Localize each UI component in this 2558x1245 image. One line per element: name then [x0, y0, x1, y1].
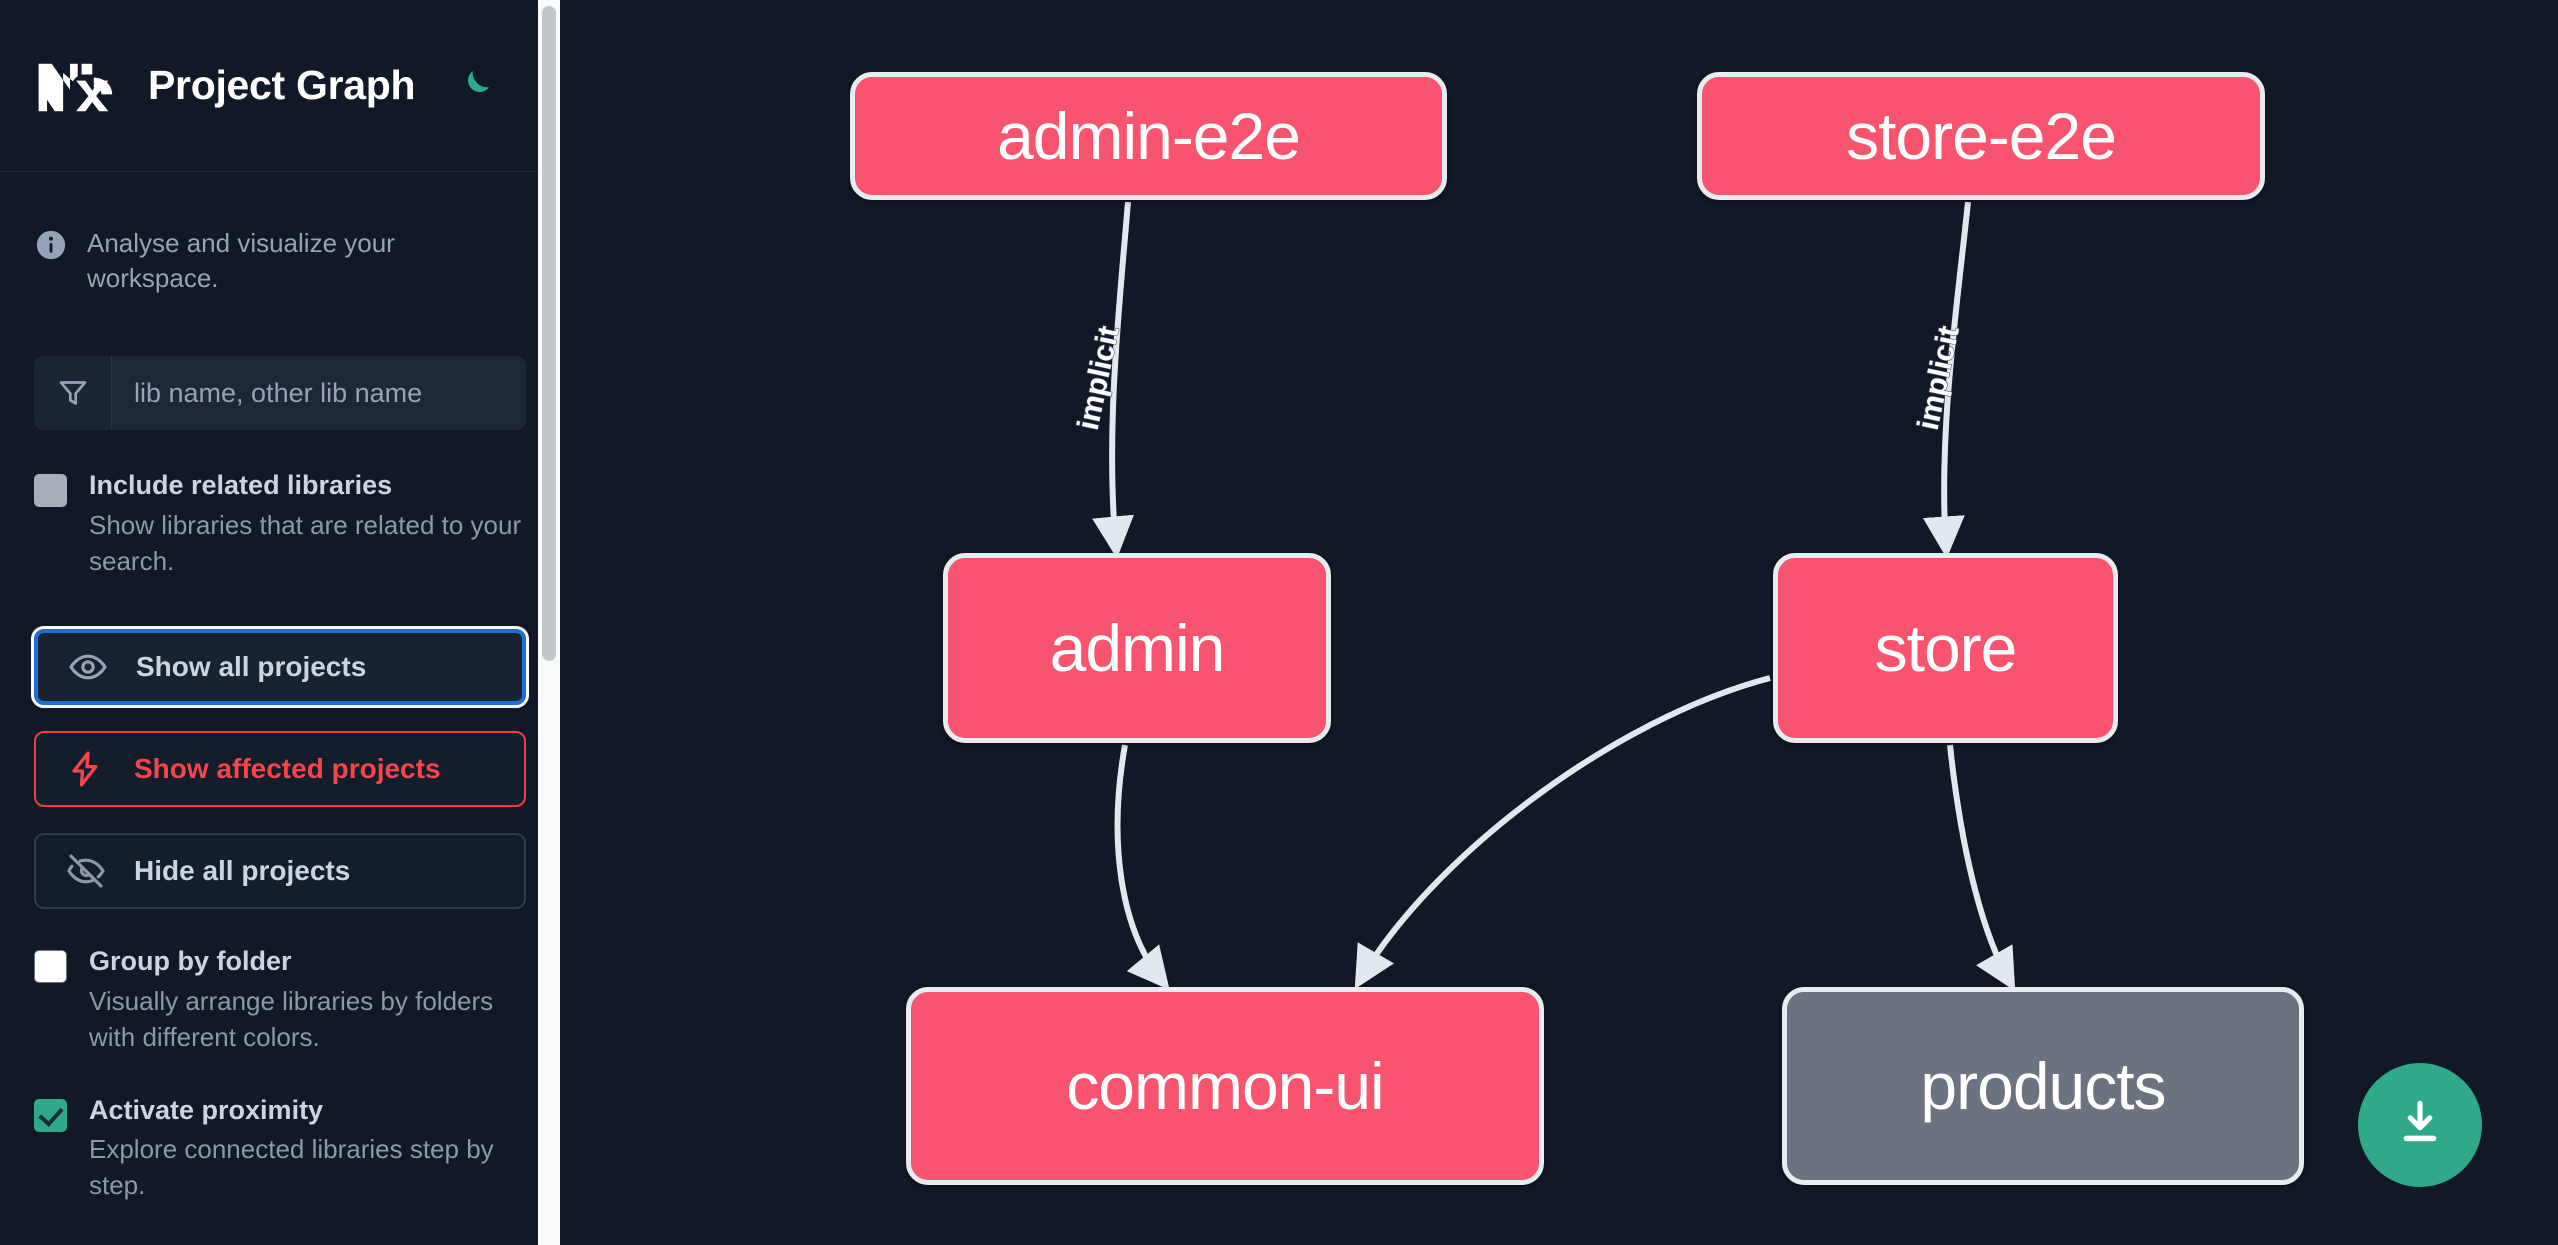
group-by-folder-description: Visually arrange libraries by folders wi… [89, 985, 494, 1052]
graph-node-store[interactable]: store [1773, 553, 2118, 743]
sidebar-scrollbar[interactable] [538, 0, 560, 1245]
moon-icon[interactable] [451, 63, 497, 109]
show-affected-projects-label: Show affected projects [134, 753, 441, 785]
edge-store-to-products [1947, 744, 2016, 992]
edge-label-implicit-admin: implicit [1072, 323, 1126, 433]
search-input[interactable] [112, 356, 526, 431]
page-title: Project Graph [148, 62, 416, 108]
include-related-libraries-description: Show libraries that are related to your … [89, 509, 522, 576]
nx-logo-icon [34, 56, 126, 116]
hide-all-projects-label: Hide all projects [134, 855, 351, 887]
graph-canvas[interactable]: implicit implicit admin-e2e store-e2e ad… [560, 0, 2558, 1245]
group-by-folder-label: Group by folder [89, 946, 292, 977]
edge-store-e2e-to-store [1922, 201, 1971, 559]
download-icon [2392, 1095, 2448, 1156]
sidebar-body: Analyse and visualize your workspace. In… [0, 172, 560, 1245]
show-all-projects-button[interactable]: Show all projects [31, 626, 529, 709]
activate-proximity-description: Explore connected libraries step by step… [89, 1134, 494, 1200]
checkbox-group-by-folder[interactable]: Group by folder Visually arrange librari… [34, 943, 526, 1055]
edge-store-to-common-ui [1354, 675, 1771, 990]
eye-off-icon [64, 849, 108, 893]
activate-proximity-checkbox[interactable] [34, 1098, 67, 1132]
include-related-libraries-checkbox[interactable] [34, 474, 67, 508]
hide-all-projects-button[interactable]: Hide all projects [34, 833, 526, 910]
edge-admin-e2e-to-admin [1092, 201, 1134, 559]
checkbox-activate-proximity[interactable]: Activate proximity Explore connected lib… [34, 1092, 526, 1204]
sidebar-header: Project Graph [0, 0, 560, 172]
workspace-info: Analyse and visualize your workspace. [34, 172, 526, 296]
lightning-bolt-icon [64, 747, 108, 791]
graph-node-common-ui[interactable]: common-ui [906, 987, 1544, 1185]
show-affected-projects-button[interactable]: Show affected projects [34, 731, 526, 808]
filter-search-box[interactable] [34, 356, 526, 431]
graph-node-admin-e2e[interactable]: admin-e2e [850, 72, 1447, 200]
sidebar-scrollbar-thumb[interactable] [542, 6, 556, 661]
projects-button-group: Show all projects Show affected projects [31, 626, 529, 910]
graph-node-products[interactable]: products [1782, 987, 2304, 1185]
funnel-filter-icon[interactable] [34, 356, 112, 431]
graph-node-store-e2e[interactable]: store-e2e [1697, 72, 2265, 200]
checkbox-include-related-libraries[interactable]: Include related libraries Show libraries… [34, 467, 526, 579]
graph-edges: implicit implicit [1071, 201, 2016, 992]
graph-node-admin[interactable]: admin [943, 553, 1331, 743]
show-all-projects-label: Show all projects [136, 651, 367, 683]
edge-label-implicit-store: implicit [1912, 323, 1966, 433]
include-related-libraries-label: Include related libraries [89, 470, 393, 501]
edge-admin-to-common-ui [1114, 744, 1170, 991]
group-by-folder-checkbox[interactable] [34, 950, 67, 984]
workspace-info-text: Analyse and visualize your workspace. [87, 228, 395, 294]
activate-proximity-label: Activate proximity [89, 1094, 324, 1125]
eye-icon [66, 645, 110, 689]
sidebar: Project Graph Analyse and visualize your… [0, 0, 560, 1245]
download-graph-button[interactable] [2358, 1063, 2482, 1187]
info-circle-icon [34, 228, 68, 262]
